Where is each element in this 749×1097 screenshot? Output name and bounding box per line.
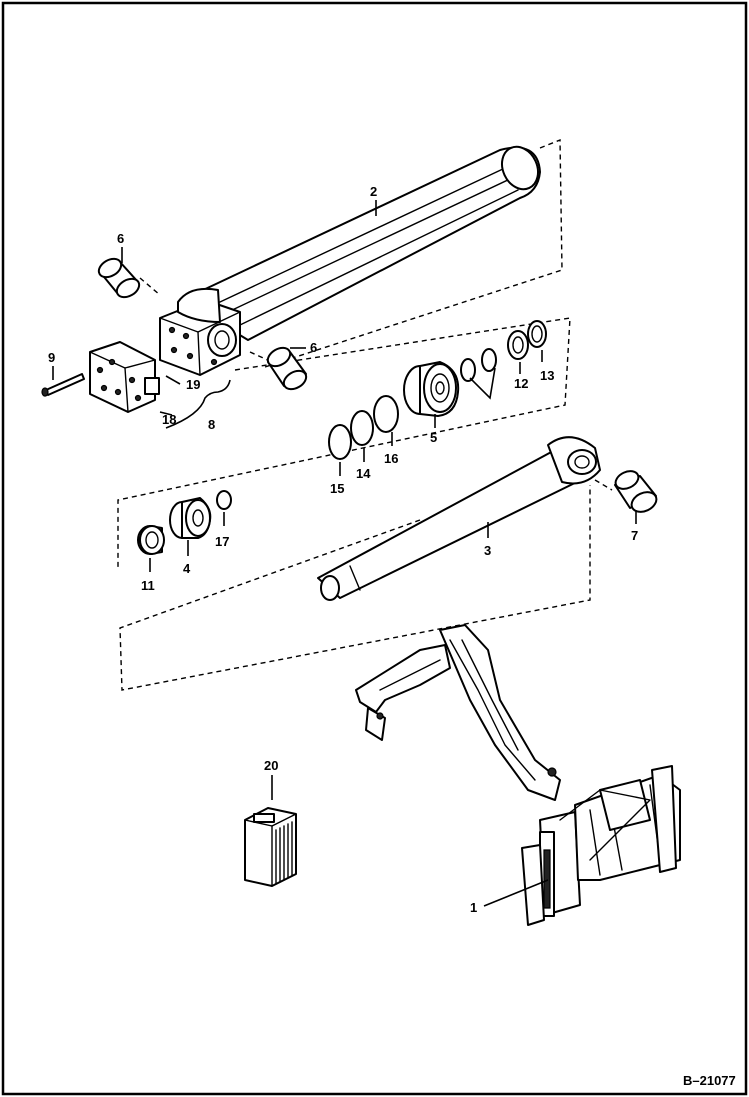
gland-nut (137, 525, 165, 555)
seal-ring-small-a (460, 358, 476, 382)
callout-11: 11 (141, 578, 155, 593)
assembly-brace (165, 379, 231, 429)
callout-20: 20 (264, 758, 278, 773)
figure-reference: B–21077 (683, 1073, 736, 1088)
callout-5: 5 (430, 430, 437, 445)
callout-3: 3 (484, 543, 491, 558)
callout-8: 8 (208, 417, 215, 432)
callout-labels: 2 6 6 9 19 18 8 5 12 13 15 14 16 17 11 4… (48, 184, 638, 915)
assembly-guide-lines (117, 138, 613, 691)
bushing-lower (266, 346, 308, 391)
callout-15: 15 (330, 481, 344, 496)
callout-19: 19 (186, 377, 200, 392)
callout-17: 17 (215, 534, 229, 549)
ring-14 (350, 410, 374, 446)
callout-1: 1 (470, 900, 477, 915)
callout-13: 13 (540, 368, 554, 383)
cylinder-barrel (159, 145, 541, 376)
callout-12: 12 (514, 376, 528, 391)
bushing-upper (97, 257, 141, 299)
piston-rod (317, 436, 601, 601)
callout-6-lower: 6 (310, 340, 317, 355)
callout-16: 16 (384, 451, 398, 466)
rod-bushing (614, 470, 658, 513)
callout-14: 14 (356, 466, 371, 481)
callout-9: 9 (48, 350, 55, 365)
leader-lines (52, 200, 637, 907)
seal-ring-small-b (481, 348, 497, 372)
valve-block (89, 341, 160, 413)
seal-kit-box (244, 807, 297, 887)
backhoe-overview (355, 624, 681, 926)
o-ring-17 (216, 490, 232, 510)
callout-7: 7 (631, 528, 638, 543)
piston (403, 361, 460, 417)
bolt (41, 373, 85, 397)
callout-4: 4 (183, 561, 191, 576)
gland (169, 497, 212, 539)
ring-13 (527, 320, 547, 348)
callout-18: 18 (162, 412, 176, 427)
ring-16 (373, 395, 399, 433)
callout-2: 2 (370, 184, 377, 199)
callout-6-upper: 6 (117, 231, 124, 246)
ring-12 (507, 330, 529, 360)
ring-15 (328, 424, 352, 460)
